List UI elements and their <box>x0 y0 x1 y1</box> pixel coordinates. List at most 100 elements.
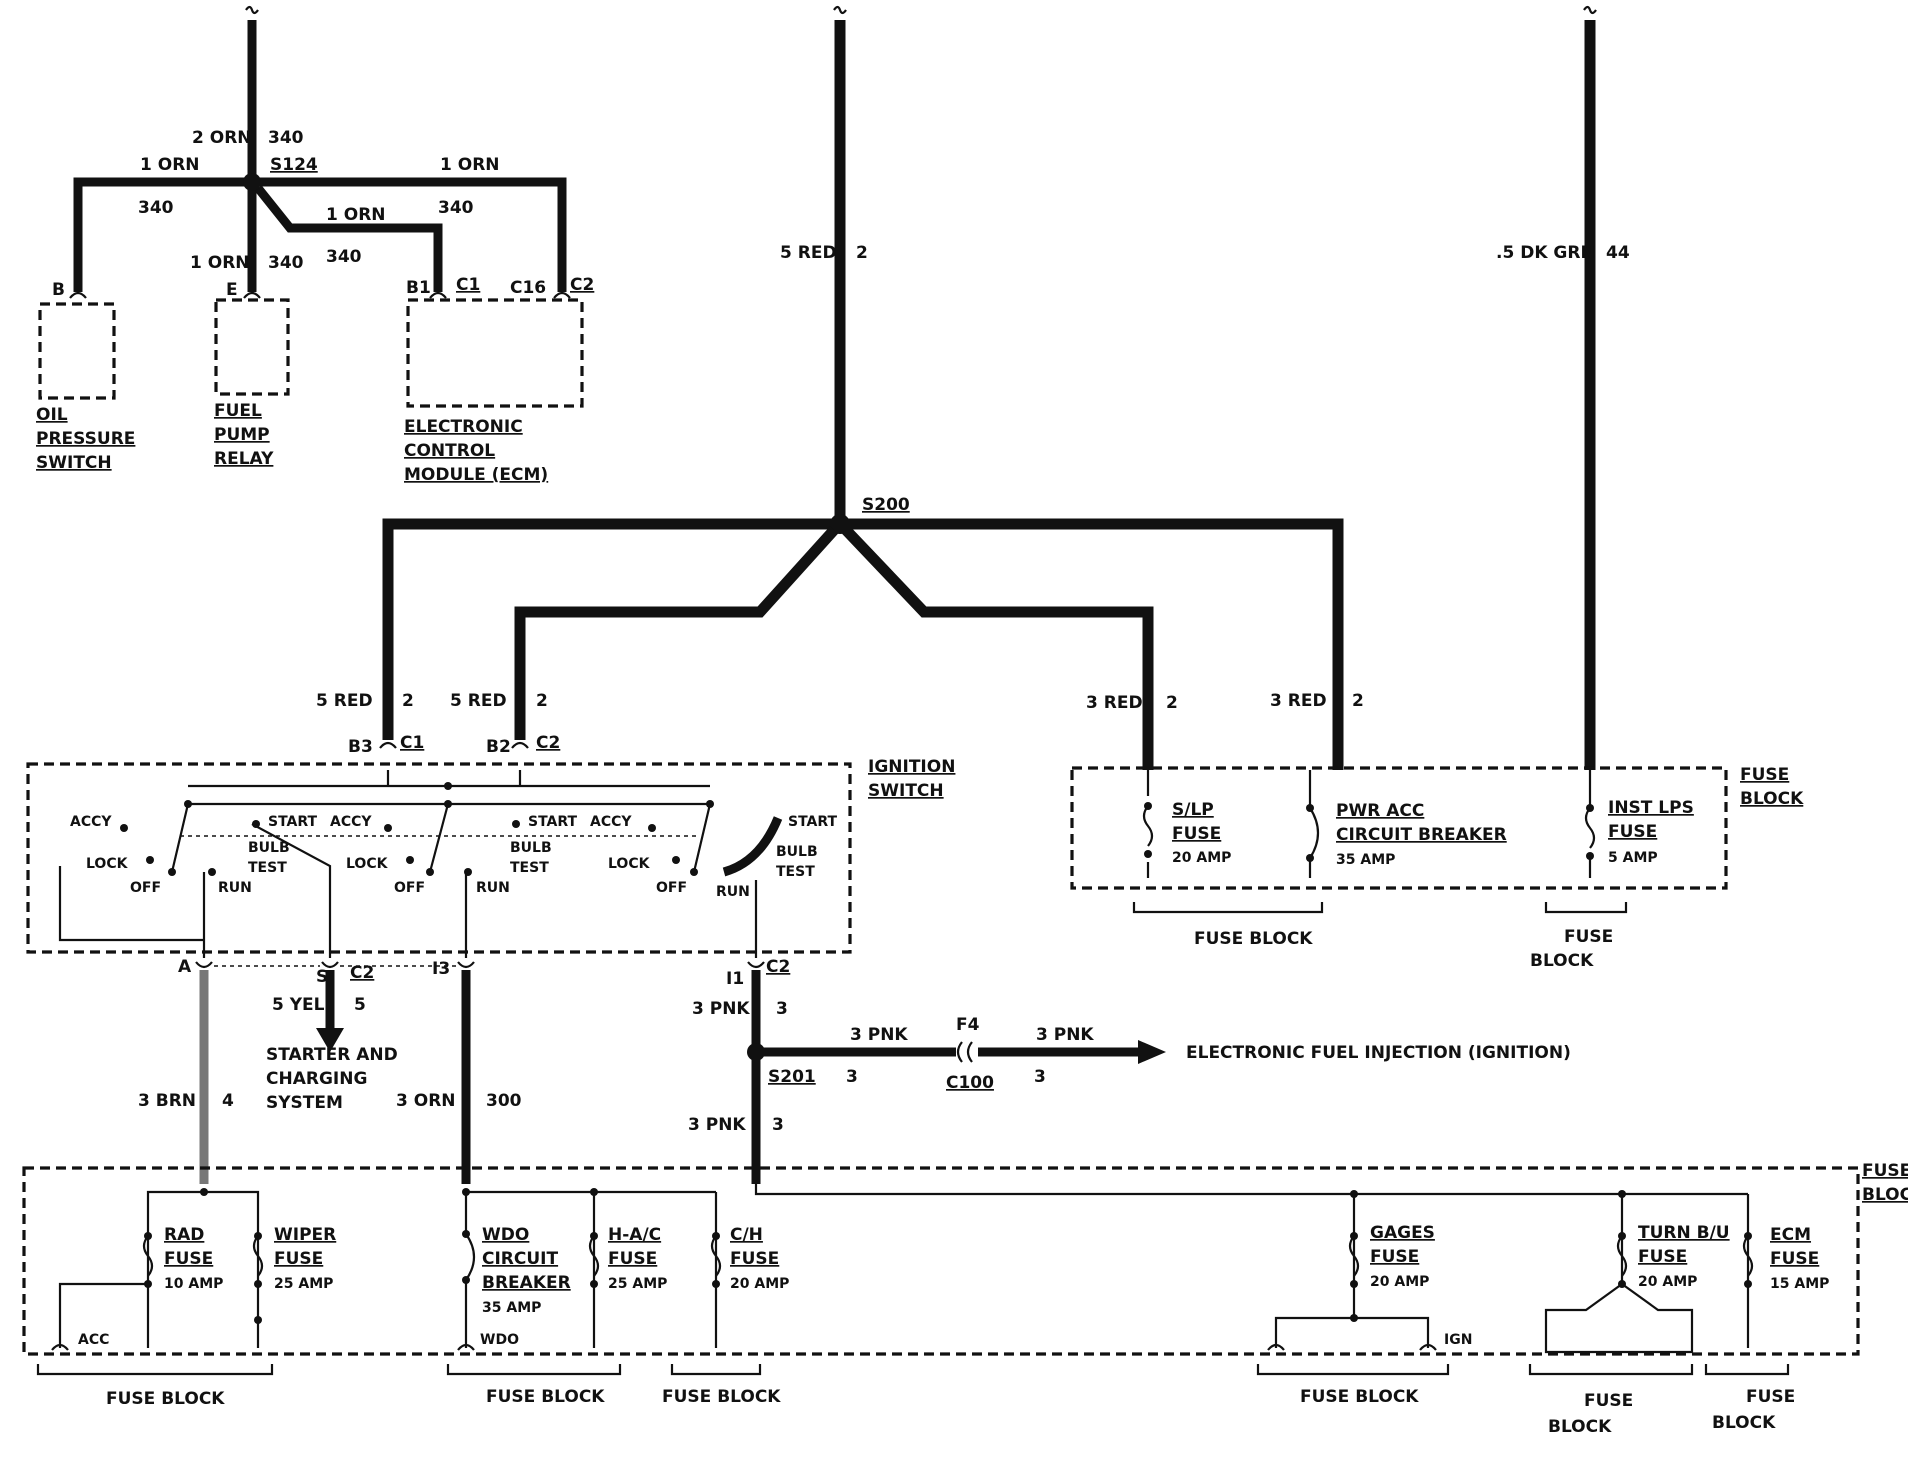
splice-s124-label: S124 <box>270 155 318 175</box>
connector-b2-mark <box>511 741 529 749</box>
conn-c2-s-label: C2 <box>350 963 374 983</box>
switch-arm-1 <box>170 803 190 873</box>
bracket-gages <box>1256 1364 1450 1376</box>
circuit-2-pwr-label: 2 <box>1352 691 1364 711</box>
ign-label: IGN <box>1444 1332 1472 1348</box>
pnk-3-efi-left-label: 3 PNK <box>850 1025 908 1045</box>
fuel-label-2: PUMP <box>214 425 270 445</box>
bracket-ecm <box>1704 1364 1790 1376</box>
upper-fuse-block-box <box>1070 766 1728 890</box>
circuit-340-left: 340 <box>138 198 174 218</box>
orn-1-right-label: 1 ORN <box>440 155 500 175</box>
fb-label-turn-2: BLOCK <box>1548 1417 1612 1437</box>
gages-terminals <box>1267 1343 1437 1351</box>
pos-bulb-1: BULB <box>248 840 290 856</box>
gages-label: GAGES <box>1370 1223 1435 1243</box>
circuit-300-label: 300 <box>486 1091 522 1111</box>
ecm-box <box>406 298 584 408</box>
ecm-fuse-label: FUSE <box>1770 1249 1819 1269</box>
splice-s124-dot <box>243 173 261 191</box>
conn-s-label: S <box>316 967 328 987</box>
conn-c2-i1-label: C2 <box>766 957 790 977</box>
upper-fb-title-2: BLOCK <box>1740 789 1804 809</box>
rad-amp-label: 10 AMP <box>164 1276 223 1292</box>
fuel-label-3: RELAY <box>214 449 274 469</box>
circuit-5-label: 5 <box>354 995 366 1015</box>
pos-run-2: RUN <box>476 880 510 896</box>
inst-lps-fuse-symbol <box>1584 807 1596 849</box>
turn-label: TURN B/U <box>1638 1223 1730 1243</box>
rad-wiper-bus <box>146 1190 260 1348</box>
pnk-3-efi-right-label: 3 PNK <box>1036 1025 1094 1045</box>
orn-wire-ecm-c2 <box>252 177 567 292</box>
yel-5-label: 5 YEL <box>272 995 325 1015</box>
red-wire-pwr-acc <box>840 518 1344 770</box>
fb-label-turn-1: FUSE <box>1584 1391 1633 1411</box>
ecm-fuse-symbol <box>1742 1235 1754 1277</box>
oil-label-1: OIL <box>36 405 68 425</box>
wdo-term-label: WDO <box>480 1332 519 1348</box>
fuel-pump-relay-box <box>214 298 290 396</box>
pwr-acc-label: PWR ACC <box>1336 801 1424 821</box>
rad-acc-wire <box>58 1282 148 1348</box>
oil-pressure-switch-box <box>38 302 116 400</box>
ignition-title-1: IGNITION <box>868 757 955 777</box>
wdo-circuit-label: CIRCUIT <box>482 1249 558 1269</box>
lower-fuse-block: FUSE BLOCK ACC RAD FUSE 10 AMP WIPER FUS… <box>22 1161 1908 1437</box>
brn-3-label: 3 BRN <box>138 1091 196 1111</box>
circuit-2-label: 2 <box>856 243 868 263</box>
wdo-amp-label: 35 AMP <box>482 1300 541 1316</box>
ignition-title-2: SWITCH <box>868 781 944 801</box>
output-connector-marks <box>195 961 765 969</box>
wiper-amp-label: 25 AMP <box>274 1276 333 1292</box>
conn-i3-label: I3 <box>432 959 450 979</box>
bracket-wdo-hac <box>446 1364 622 1376</box>
circuit-2-slp-label: 2 <box>1166 693 1178 713</box>
pnk-3-lower-label: 3 PNK <box>688 1115 746 1135</box>
ecm-fuse-name: ECM <box>1770 1225 1811 1245</box>
pos-off-1: OFF <box>130 880 161 896</box>
fb-label-gages: FUSE BLOCK <box>1300 1387 1419 1407</box>
turn-amp-label: 20 AMP <box>1638 1274 1697 1290</box>
switch-accy-return <box>58 866 204 942</box>
upper-fuse-block: FUSE BLOCK S/LP FUSE 20 AMP PWR ACC CIRC… <box>1070 765 1804 971</box>
oil-label-2: PRESSURE <box>36 429 135 449</box>
connector-b-mark <box>69 291 87 299</box>
ch-fuse-symbol <box>710 1235 722 1277</box>
wire-break-mark <box>1583 5 1597 15</box>
conn-c1-label: C1 <box>456 275 480 295</box>
conn-c100-label: C100 <box>946 1073 994 1093</box>
circuit-2-b2-label: 2 <box>536 691 548 711</box>
fb-label-ch: FUSE BLOCK <box>662 1387 781 1407</box>
fb-label-wdo: FUSE BLOCK <box>486 1387 605 1407</box>
conn-c2-label: C2 <box>570 275 594 295</box>
conn-a-label: A <box>178 957 192 977</box>
starter-arrow <box>316 1028 344 1052</box>
circuit-340-fuel: 340 <box>268 253 304 273</box>
bracket-turn <box>1528 1364 1694 1376</box>
splice-s200-label: S200 <box>862 495 910 515</box>
circuit-3-efi-left-label: 3 <box>846 1067 858 1087</box>
top-orn-section: 2 ORN 340 S124 1 ORN 340 1 ORN 340 1 ORN… <box>36 5 594 485</box>
pos-accy-1: ACCY <box>70 814 112 830</box>
pwr-acc-breaker-symbol <box>1309 807 1320 859</box>
ecm-amp-label: 15 AMP <box>1770 1276 1829 1292</box>
switch-arm-3 <box>692 803 712 873</box>
pos-lock-3: LOCK <box>608 856 651 872</box>
wdo-label: WDO <box>482 1225 529 1245</box>
wdo-breaker-symbol <box>465 1233 476 1281</box>
pos-run-3: RUN <box>716 884 750 900</box>
ch-fuse-label: FUSE <box>730 1249 779 1269</box>
switch-bulb-arc <box>722 816 783 877</box>
connector-e-mark <box>243 291 261 299</box>
red-wire-b2 <box>514 526 839 740</box>
inst-lps-label: INST LPS <box>1608 798 1694 818</box>
wire-break-mark <box>833 5 847 15</box>
upper-bracket-2-label-1: FUSE <box>1564 927 1613 947</box>
circuit-3-lower-label: 3 <box>772 1115 784 1135</box>
hac-amp-label: 25 AMP <box>608 1276 667 1292</box>
circuit-44-label: 44 <box>1606 243 1630 263</box>
circuit-340-mid: 340 <box>326 247 362 267</box>
red-3-pwr-label: 3 RED <box>1270 691 1327 711</box>
bracket-rad-wiper <box>36 1364 274 1376</box>
